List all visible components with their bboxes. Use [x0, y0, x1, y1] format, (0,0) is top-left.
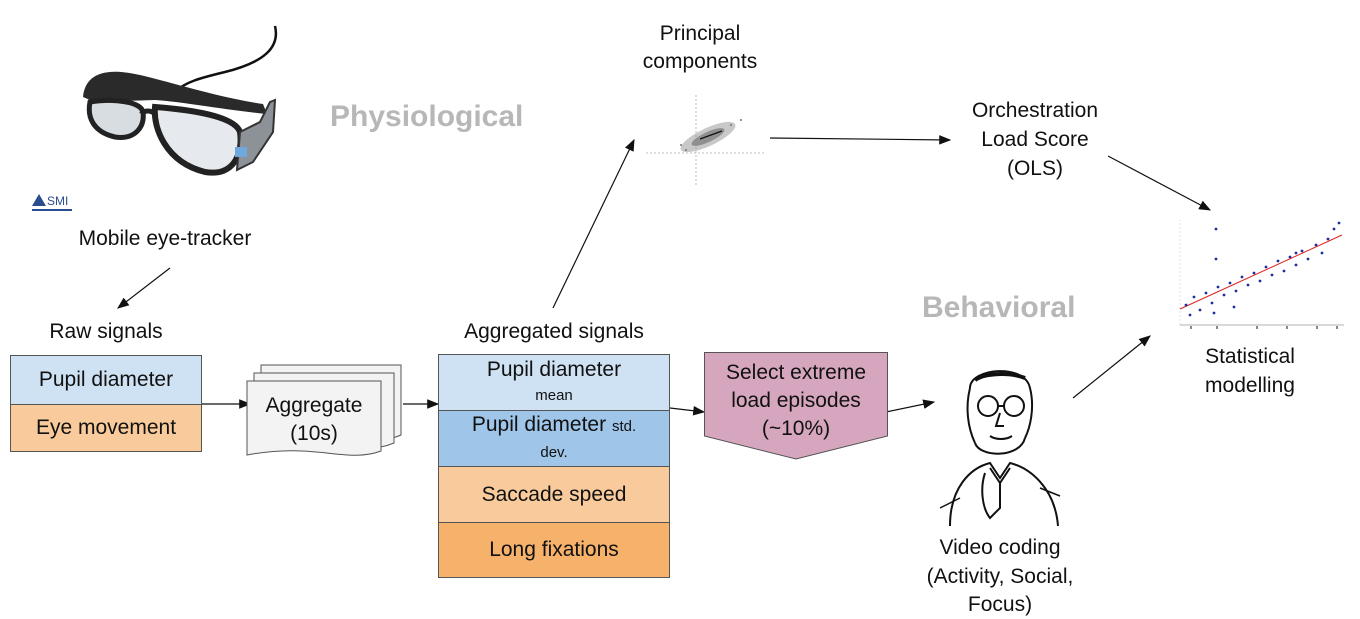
agg-pupil-std-sub-a: std. — [611, 417, 637, 435]
pca-line1: Principal — [659, 22, 741, 45]
agg-long-fixations: Long fixations — [438, 522, 670, 578]
eye-tracker-glasses-icon — [75, 22, 285, 192]
raw-eye-movement: Eye movement — [10, 404, 202, 452]
video-coder-person-icon — [930, 358, 1070, 527]
video-line2: (Activity, Social, — [926, 565, 1074, 588]
ols-line1: Orchestration — [971, 99, 1099, 122]
video-line1: Video coding — [939, 536, 1061, 559]
pca-line2: components — [642, 50, 758, 73]
eye-tracker-label: Mobile eye-tracker — [78, 227, 252, 250]
video-line3: Focus) — [967, 593, 1033, 616]
behavioral-label: Behavioral — [922, 291, 1076, 324]
raw-pupil-diameter: Pupil diameter — [10, 355, 202, 405]
svg-text:SMI: SMI — [47, 194, 68, 208]
agg-pupil-mean: Pupil diameter mean — [438, 354, 670, 411]
scatter-pca-icon — [646, 95, 766, 187]
physiological-label: Physiological — [330, 100, 524, 133]
agg-pupil-std-main: Pupil diameter — [471, 412, 607, 436]
aggregate-doc-stack — [246, 360, 406, 460]
agg-pupil-std: Pupil diameter std. dev. — [438, 410, 670, 467]
agg-saccade-speed: Saccade speed — [438, 466, 670, 523]
regression-plot-icon — [1176, 215, 1348, 333]
agg-pupil-mean-sub: mean — [535, 386, 573, 404]
stats-line1: Statistical — [1205, 345, 1295, 368]
select-line3: (~10%) — [761, 417, 831, 440]
agg-pupil-mean-main: Pupil diameter — [486, 357, 622, 381]
raw-signals-title: Raw signals — [49, 320, 163, 343]
select-episodes-shape — [704, 352, 888, 460]
aggregate-text-line2: (10s) — [290, 422, 338, 445]
agg-pupil-std-sub-b: dev. — [540, 443, 568, 461]
select-line2: load episodes — [731, 389, 861, 412]
aggregated-signals-title: Aggregated signals — [464, 320, 644, 343]
stats-line2: modelling — [1205, 374, 1295, 397]
smi-logo-icon: SMI — [30, 190, 75, 214]
select-line1: Select extreme — [725, 361, 867, 384]
aggregate-text-line1: Aggregate — [265, 394, 363, 417]
ols-line2: Load Score — [981, 128, 1089, 151]
ols-line3: (OLS) — [1006, 157, 1063, 180]
